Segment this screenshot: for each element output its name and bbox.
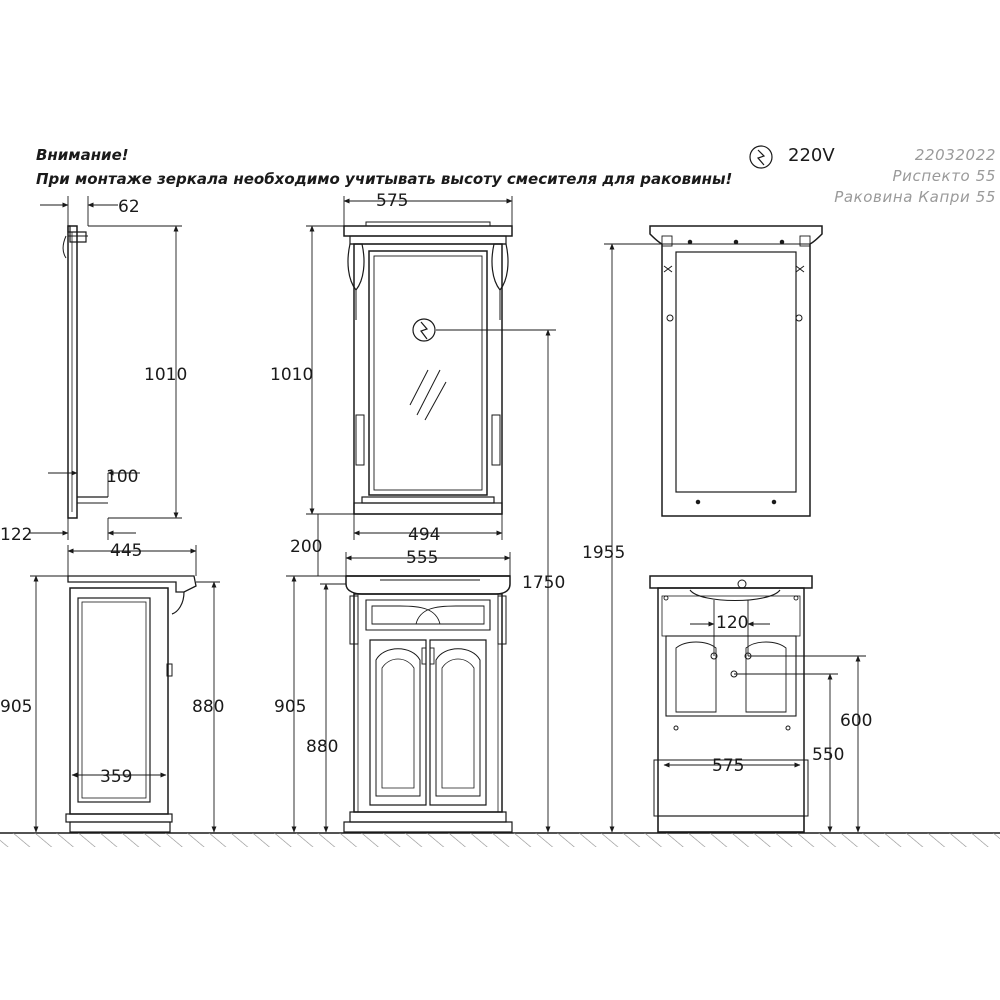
cabinet-back-dimensions — [663, 600, 866, 833]
dim-total-height: 1750 — [522, 573, 565, 593]
cabinet-front-dimensions — [286, 514, 511, 833]
dim-cabinet-height-905-front: 905 — [274, 697, 306, 717]
dim-back-width: 575 — [712, 756, 744, 776]
notice-title: Внимание! — [36, 146, 129, 164]
dim-supply-height: 600 — [840, 711, 872, 731]
notice-text: При монтаже зеркала необходимо учитывать… — [36, 170, 733, 188]
dim-mirror-height-side: 1010 — [144, 365, 187, 385]
dim-shelf-depth: 100 — [106, 467, 138, 487]
electric-symbol-icon — [749, 145, 773, 169]
mirror-model: Риспекто 55 — [892, 167, 996, 185]
product-code: 22032022 — [914, 146, 996, 164]
voltage-label: 220V — [788, 145, 835, 166]
dim-drain-spacing: 120 — [716, 613, 748, 633]
mirror-front-view — [343, 221, 513, 515]
cabinet-back-view — [649, 575, 813, 833]
dim-cabinet-height-905-side: 905 — [0, 697, 32, 717]
sink-model: Раковина Капри 55 — [834, 188, 996, 206]
mirror-side-dimensions — [30, 196, 182, 540]
dim-mirror-depth: 62 — [118, 197, 140, 217]
dim-gap: 200 — [290, 537, 322, 557]
dim-mirror-width: 575 — [376, 191, 408, 211]
floor-line — [0, 832, 1000, 847]
cabinet-side-dimensions — [30, 545, 220, 833]
mirror-front-dimensions — [306, 196, 556, 833]
mirror-socket-icon — [412, 318, 436, 342]
dim-mirror-inner-width: 494 — [408, 525, 440, 545]
dim-mirror-offset: 122 — [0, 525, 32, 545]
mirror-back-view — [649, 225, 823, 517]
dim-mirror-height-front: 1010 — [270, 365, 313, 385]
cabinet-side-view — [65, 575, 197, 833]
dim-cabinet-inner-depth: 359 — [100, 767, 132, 787]
dim-cabinet-height-880-front: 880 — [306, 737, 338, 757]
dim-cabinet-depth: 445 — [110, 541, 142, 561]
dim-drain-height: 550 — [812, 745, 844, 765]
dim-cabinet-width: 555 — [406, 548, 438, 568]
dim-mount-height: 1955 — [582, 543, 625, 563]
dim-cabinet-height-880-side: 880 — [192, 697, 224, 717]
cabinet-front-view — [343, 575, 513, 833]
mirror-back-dimensions — [604, 243, 662, 833]
mirror-side-view — [62, 225, 108, 519]
